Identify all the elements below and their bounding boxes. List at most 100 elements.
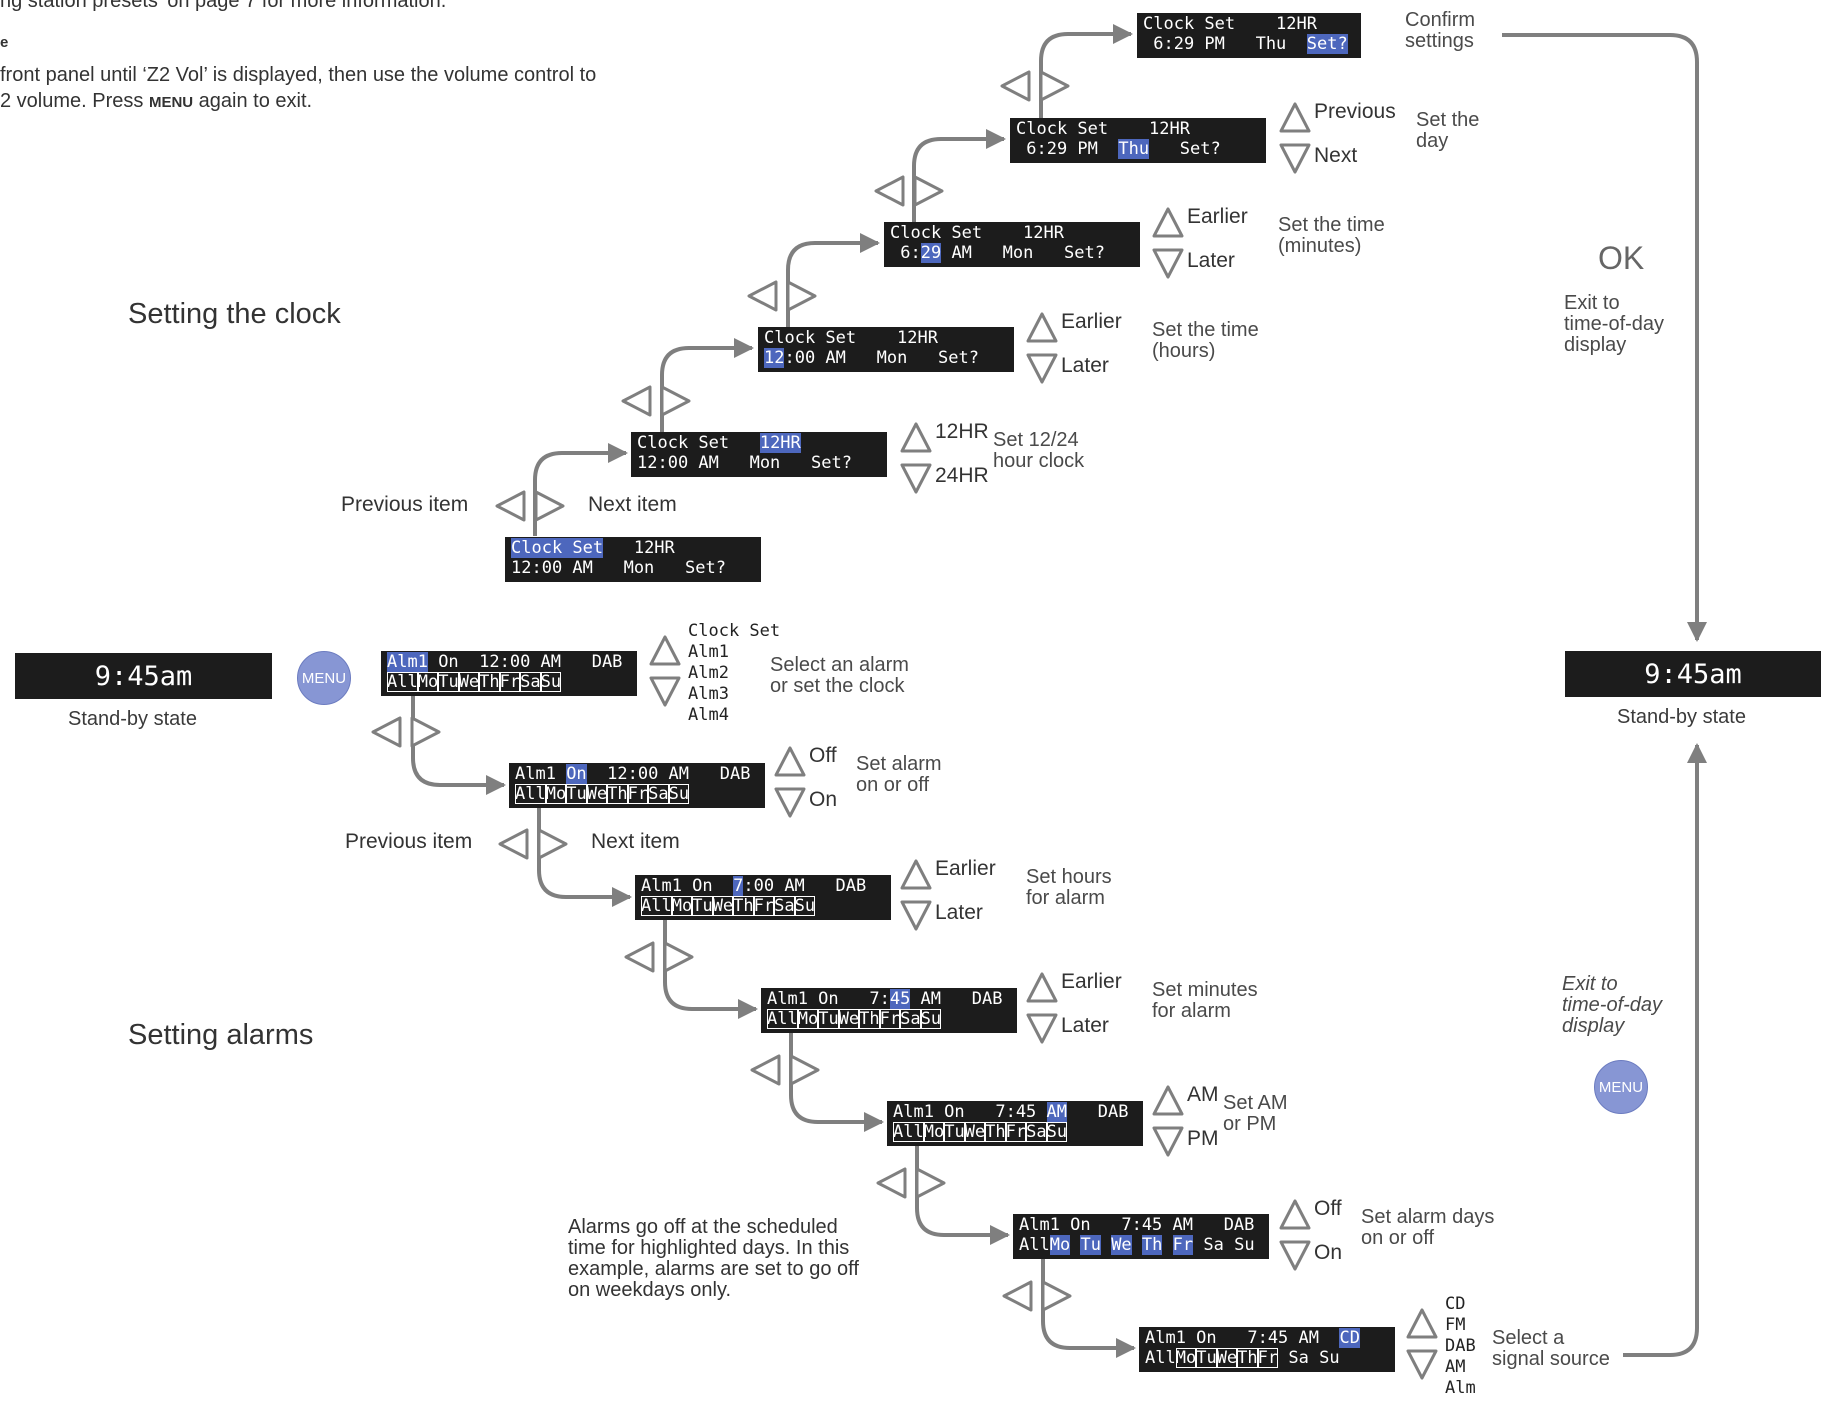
up-arrow-icon[interactable] xyxy=(1025,310,1059,344)
down-arrow-icon[interactable] xyxy=(1405,1348,1439,1382)
up-arrow-icon[interactable] xyxy=(1405,1306,1439,1340)
lcd-row: Alm1 On 12:00 AM DAB xyxy=(387,652,631,672)
left-arrow-icon[interactable] xyxy=(874,1166,908,1200)
right-arrow-icon[interactable] xyxy=(1038,69,1072,103)
lcd-row: 12:00 AM Mon Set? xyxy=(511,558,755,578)
lcd-text: Fr xyxy=(1005,1122,1027,1142)
lcd-text: Tu xyxy=(438,672,459,692)
left-arrow-icon[interactable] xyxy=(619,384,653,418)
down-action-label: Later xyxy=(935,901,983,924)
prev-next-arrows-clk3[interactable] xyxy=(872,174,946,208)
up-arrow-icon[interactable] xyxy=(1278,1197,1312,1231)
connector-clk0-clk1 xyxy=(533,443,628,536)
lcd-text: Tu xyxy=(692,896,713,916)
up-arrow-icon[interactable] xyxy=(1151,1083,1185,1117)
lcd-clock-minutes: Clock Set 12HR 6:29 AM Mon Set? xyxy=(884,222,1140,267)
down-arrow-icon[interactable] xyxy=(1278,142,1312,176)
up-arrow-icon[interactable] xyxy=(1151,205,1185,239)
lcd-text: Th xyxy=(859,1009,880,1029)
menu-button-left[interactable]: MENU xyxy=(297,651,351,705)
right-arrow-icon[interactable] xyxy=(662,940,696,974)
lcd-text: Sa xyxy=(520,672,541,692)
up-arrow-icon[interactable] xyxy=(648,633,682,667)
previous-item-label-clock: Previous item xyxy=(341,493,469,516)
lcd-text: Clock Set 12HR xyxy=(1016,119,1190,139)
lcd-highlight: Alm1 xyxy=(387,652,428,672)
left-arrow-icon[interactable] xyxy=(872,174,906,208)
lcd-row: Clock Set 12HR xyxy=(511,538,755,558)
left-arrow-icon[interactable] xyxy=(493,489,527,523)
right-arrow-icon[interactable] xyxy=(533,489,567,523)
prev-next-arrows-clk0[interactable] xyxy=(493,489,567,523)
prev-next-arrows-alm0[interactable] xyxy=(369,715,443,749)
right-arrow-icon[interactable] xyxy=(1040,1279,1074,1313)
down-arrow-icon[interactable] xyxy=(899,462,933,496)
lcd-text: Sa xyxy=(1026,1122,1047,1142)
up-action-label: Earlier xyxy=(1061,970,1122,993)
left-arrow-icon[interactable] xyxy=(998,69,1032,103)
lcd-highlight: Fr xyxy=(1172,1235,1194,1255)
lcd-text: All xyxy=(1019,1235,1050,1255)
lcd-text: Set? xyxy=(1149,139,1221,159)
down-arrow-icon[interactable] xyxy=(773,786,807,820)
standby-display-left: 9:45am xyxy=(15,653,272,699)
lcd-text xyxy=(1101,1235,1111,1255)
exit-label-menu: Exit to time-of-day display xyxy=(1562,973,1663,1037)
up-action-label: Off xyxy=(1314,1197,1342,1220)
option-list: CD FM DAB AM Alm xyxy=(1445,1294,1476,1398)
up-arrow-icon[interactable] xyxy=(773,744,807,778)
lcd-highlight: 12HR xyxy=(759,433,801,453)
right-arrow-icon[interactable] xyxy=(785,279,819,313)
down-arrow-icon[interactable] xyxy=(1151,1125,1185,1159)
lcd-text: Alm1 On 7: xyxy=(767,989,890,1009)
up-arrow-icon[interactable] xyxy=(899,857,933,891)
left-arrow-icon[interactable] xyxy=(1000,1279,1034,1313)
left-arrow-icon[interactable] xyxy=(369,715,403,749)
prev-next-arrows-alm3[interactable] xyxy=(748,1053,822,1087)
right-arrow-icon[interactable] xyxy=(659,384,693,418)
down-arrow-icon[interactable] xyxy=(899,899,933,933)
left-arrow-icon[interactable] xyxy=(745,279,779,313)
down-arrow-icon[interactable] xyxy=(648,675,682,709)
prev-next-arrows-alm5[interactable] xyxy=(1000,1279,1074,1313)
down-arrow-icon[interactable] xyxy=(1151,247,1185,281)
left-arrow-icon[interactable] xyxy=(622,940,656,974)
up-arrow-icon[interactable] xyxy=(1025,970,1059,1004)
prev-next-arrows-clk4[interactable] xyxy=(998,69,1072,103)
lcd-text: All xyxy=(387,672,418,692)
prev-next-arrows-alm2[interactable] xyxy=(622,940,696,974)
connector-alm4-alm5 xyxy=(915,1146,1010,1245)
prev-next-arrows-clk2[interactable] xyxy=(745,279,819,313)
left-arrow-icon[interactable] xyxy=(748,1053,782,1087)
right-arrow-icon[interactable] xyxy=(536,827,570,861)
up-arrow-icon[interactable] xyxy=(1278,100,1312,134)
right-arrow-icon[interactable] xyxy=(914,1166,948,1200)
right-arrow-icon[interactable] xyxy=(409,715,443,749)
down-arrow-icon[interactable] xyxy=(1025,352,1059,386)
up-arrow-icon[interactable] xyxy=(899,420,933,454)
lcd-highlight: On xyxy=(566,764,587,784)
right-arrow-icon[interactable] xyxy=(788,1053,822,1087)
prev-next-arrows-alm4[interactable] xyxy=(874,1166,948,1200)
down-arrow-icon[interactable] xyxy=(1025,1012,1059,1046)
lcd-text: Alm1 On 7:45 AM DAB xyxy=(1019,1215,1255,1235)
left-arrow-icon[interactable] xyxy=(496,827,530,861)
lcd-row: AllMoTuWeThFrSaSu xyxy=(767,1009,1011,1029)
lcd-row: Alm1 On 7:45 AM DAB xyxy=(1019,1215,1263,1235)
lcd-text: Tu xyxy=(1196,1348,1217,1368)
prev-next-arrows-alm1[interactable] xyxy=(496,827,570,861)
ok-button-label[interactable]: OK xyxy=(1598,240,1645,276)
step-description: Set alarm on or off xyxy=(856,753,942,796)
prev-next-arrows-clk1[interactable] xyxy=(619,384,693,418)
down-action-label: Next xyxy=(1314,144,1358,167)
exit-label-ok: Exit to time-of-day display xyxy=(1564,292,1665,356)
down-arrow-icon[interactable] xyxy=(1278,1239,1312,1273)
step-description: Set AM or PM xyxy=(1223,1092,1288,1135)
lcd-text: Mo xyxy=(671,896,693,916)
lcd-text: AM Mon Set? xyxy=(941,243,1105,263)
menu-button-right[interactable]: MENU xyxy=(1594,1060,1648,1114)
right-arrow-icon[interactable] xyxy=(912,174,946,208)
lcd-highlight: 45 xyxy=(889,989,911,1009)
